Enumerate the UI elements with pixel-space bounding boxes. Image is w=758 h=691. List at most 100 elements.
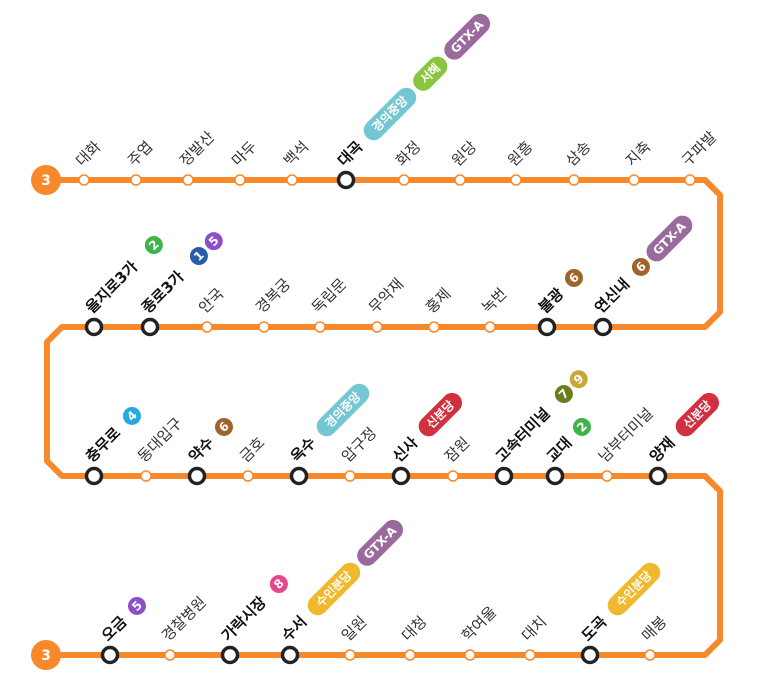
station-label-group: 약수6: [185, 417, 233, 466]
station-name: 연신내: [591, 275, 633, 317]
line-badge-start: 3: [31, 165, 61, 195]
transfer-line-6-badge: 6: [564, 268, 583, 287]
station-독립문: 독립문: [308, 275, 350, 333]
transfer-line-6-badge: 6: [631, 257, 650, 276]
transfer-station-marker: [537, 317, 557, 337]
station-name: 구파발: [678, 128, 720, 170]
station-marker: [464, 649, 476, 661]
station-label-group: 일원: [338, 613, 370, 645]
transfer-line-pill: 서해: [413, 56, 448, 91]
transfer-station-marker: [100, 645, 120, 665]
transfer-line-2-badge: 2: [144, 236, 163, 255]
station-marker: [510, 174, 522, 186]
transfer-line-5-badge: 5: [127, 596, 146, 615]
station-label-group: 정발산: [176, 128, 218, 170]
station-label-group: 원흥: [504, 138, 536, 170]
station-label-group: 교대2: [543, 417, 591, 466]
station-marker: [524, 649, 536, 661]
station-name: 경찰병원: [158, 593, 210, 645]
station-label-group: 오금5: [98, 596, 146, 645]
station-label-group: 무악재: [365, 275, 407, 317]
station-학여울: 학여울: [458, 603, 500, 661]
station-label-group: 대치: [518, 613, 550, 645]
station-label-group: 금호: [236, 433, 268, 465]
station-name: 정발산: [176, 128, 218, 170]
station-marker: [404, 649, 416, 661]
station-label-group: 지축: [622, 138, 654, 170]
station-label-group: 잠원: [441, 434, 473, 466]
station-marker: [628, 174, 640, 186]
station-label-group: 삼송: [562, 138, 594, 170]
station-남부터미널: 남부터미널: [595, 404, 657, 482]
station-marker: [314, 321, 326, 333]
station-label-group: 동대입구: [134, 414, 186, 466]
station-name: 백석: [280, 138, 312, 170]
transfer-station-marker: [187, 466, 207, 486]
transfer-line-pill: 신분당: [675, 392, 720, 437]
line-badge-end-label: 3: [41, 648, 51, 664]
terminal-badge-layer: 3 3: [31, 165, 61, 670]
station-name: 지축: [622, 138, 654, 170]
transfer-station-marker: [545, 466, 565, 486]
station-name: 종로3가: [138, 267, 188, 317]
station-name: 주엽: [124, 138, 156, 170]
station-name: 교대: [543, 434, 575, 466]
station-marker: [371, 321, 383, 333]
transfer-station-marker: [220, 645, 240, 665]
transfer-line-7-badge: 7: [554, 385, 573, 404]
transfer-line-1-badge: 1: [189, 247, 208, 266]
station-name: 남부터미널: [595, 404, 657, 466]
transfer-line-2-badge: 2: [572, 417, 591, 436]
transfer-line-6-badge: 6: [214, 417, 233, 436]
station-label-group: 대화: [72, 137, 104, 169]
station-압구정: 압구정: [338, 424, 380, 482]
station-marker: [428, 321, 440, 333]
transfer-station-marker: [593, 317, 613, 337]
station-label-group: 원당: [448, 137, 480, 169]
station-label-group: 압구정: [338, 424, 380, 466]
station-label-group: 안국: [195, 284, 227, 316]
station-label-group: 주엽: [124, 138, 156, 170]
station-name: 원흥: [504, 138, 536, 170]
transfer-line-pill: GTX-A: [444, 13, 491, 60]
station-label-group: 남부터미널: [595, 404, 657, 466]
station-name: 잠원: [441, 434, 473, 466]
station-label-group: 경복궁: [252, 275, 294, 317]
station-label-group: 화정: [392, 138, 424, 170]
transfer-station-marker: [580, 645, 600, 665]
station-정발산: 정발산: [176, 128, 218, 186]
station-marker: [684, 174, 696, 186]
station-무악재: 무악재: [365, 275, 407, 333]
station-label-group: 경찰병원: [158, 593, 210, 645]
transfer-station-marker: [494, 466, 514, 486]
transfer-station-marker: [391, 466, 411, 486]
station-name: 압구정: [338, 424, 380, 466]
station-name: 동대입구: [134, 414, 186, 466]
station-name: 을지로3가: [82, 258, 141, 317]
transfer-line-pill: 수인분당: [607, 562, 661, 616]
line-badge-start-label: 3: [41, 173, 51, 189]
station-name: 옥수: [287, 433, 319, 465]
station-label-group: 학여울: [458, 603, 500, 645]
transfer-line-pill: 수인분당: [307, 562, 361, 616]
station-name: 고속터미널: [492, 404, 554, 466]
station-name: 대곡: [334, 137, 366, 169]
transfer-line-pill: GTX-A: [357, 519, 404, 566]
station-name: 독립문: [308, 275, 350, 317]
station-label-group: 구파발: [678, 128, 720, 170]
station-name: 수서: [278, 613, 310, 645]
station-name: 불광: [535, 284, 567, 316]
station-marker: [182, 174, 194, 186]
transfer-line-pill: 신분당: [418, 392, 463, 437]
station-label-group: 불광6: [535, 268, 583, 317]
station-marker: [568, 174, 580, 186]
transfer-station-marker: [648, 466, 668, 486]
station-marker: [286, 174, 298, 186]
